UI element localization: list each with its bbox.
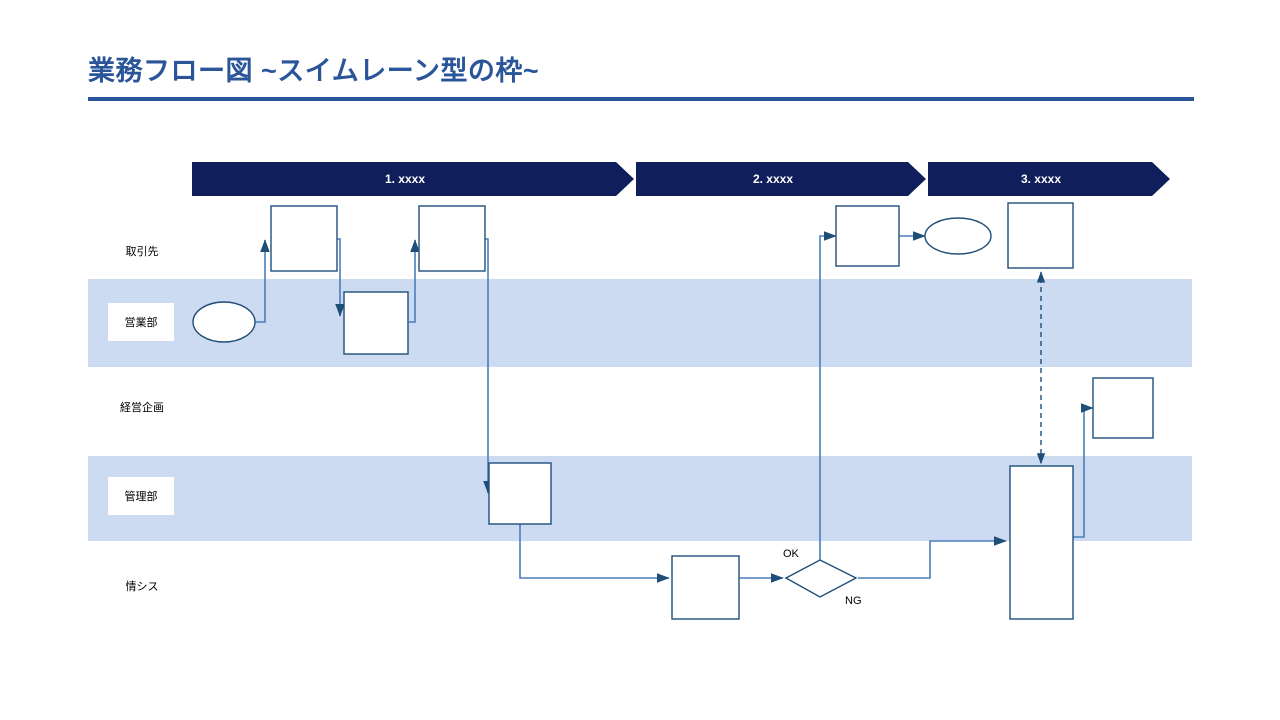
lane-label-kanribu-text: 管理部	[124, 491, 158, 503]
lane-label-joshisu: 情シス	[95, 578, 189, 594]
lane-label-eigyobu-text: 営業部	[124, 317, 158, 329]
edge-label-ok-text: OK	[783, 548, 799, 560]
process-box-2[interactable]	[343, 291, 409, 355]
decision-diamond[interactable]	[784, 559, 858, 598]
page-title: 業務フロー図 ~スイムレーン型の枠~	[88, 56, 540, 86]
lane-band-admin	[88, 456, 1192, 541]
lane-label-keieikikaku: 経営企画	[95, 399, 189, 415]
phase-banner-2[interactable]: 2. xxxx	[636, 162, 926, 196]
lane-label-torihikisaki: 取引先	[95, 243, 189, 259]
lane-band-sales	[88, 279, 1192, 367]
phase-banner-3[interactable]: 3. xxxx	[928, 162, 1170, 196]
lane-label-kanribu: 管理部	[108, 477, 174, 515]
title-block: 業務フロー図 ~スイムレーン型の枠~	[88, 52, 1194, 102]
edge-label-ng-text: NG	[845, 595, 862, 607]
phase-banner-1-label: 1. xxxx	[384, 172, 426, 186]
edge-label-ok: OK	[783, 548, 799, 560]
process-box-tall[interactable]	[1009, 465, 1074, 620]
process-box-1[interactable]	[270, 205, 338, 272]
lane-label-joshisu-text: 情シス	[125, 581, 159, 593]
phase-banner-3-label: 3. xxxx	[1020, 172, 1062, 186]
lane-label-torihikisaki-text: 取引先	[125, 246, 159, 258]
end-terminator[interactable]	[924, 217, 992, 255]
start-terminator[interactable]	[192, 301, 256, 343]
process-box-6[interactable]	[835, 205, 900, 267]
title-underline	[88, 97, 1194, 101]
phase-banner-2-label: 2. xxxx	[752, 172, 794, 186]
edge-label-ng: NG	[845, 595, 862, 607]
process-box-7[interactable]	[1007, 202, 1074, 269]
process-box-8[interactable]	[1092, 377, 1154, 439]
lane-label-keieikikaku-text: 経営企画	[120, 402, 164, 414]
process-box-5[interactable]	[671, 555, 740, 620]
lane-label-eigyobu: 営業部	[108, 303, 174, 341]
phase-banner-1[interactable]: 1. xxxx	[192, 162, 634, 196]
process-box-4[interactable]	[488, 462, 552, 525]
process-box-3[interactable]	[418, 205, 486, 272]
